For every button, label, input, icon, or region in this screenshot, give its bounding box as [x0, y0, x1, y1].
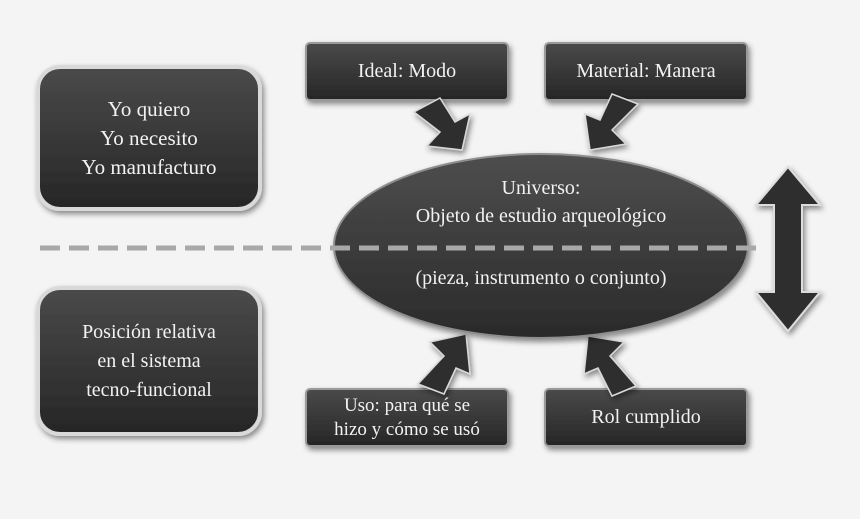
ideal-box — [305, 42, 509, 101]
material-box — [544, 42, 748, 101]
rol-label: Rol cumplido — [591, 406, 701, 428]
left-top-line-2: Yo necesito — [100, 125, 198, 150]
material-box-text: Material: Manera — [545, 43, 747, 100]
vertical-double-arrow — [753, 165, 823, 333]
rol-box — [544, 388, 748, 447]
uso-line-1: Uso: para qué se — [343, 394, 471, 416]
ellipse-subtitle: Objeto de estudio arqueológico — [415, 205, 667, 227]
arrow-ideal-to-center — [412, 97, 472, 151]
ellipse-title: Universo: — [501, 177, 581, 199]
ellipse-top-text: Universo: Objeto de estudio arqueológico — [360, 170, 722, 234]
ideal-label: Ideal: Modo — [357, 60, 457, 82]
ideal-box-text: Ideal: Modo — [306, 43, 508, 100]
arrow-uso-to-center — [416, 333, 471, 395]
left-bottom-box-text: Posición relativa en el sistema tecno-fu… — [38, 288, 260, 434]
left-bottom-line-2: en el sistema — [97, 349, 201, 372]
arrow-rol-to-center — [583, 335, 638, 397]
ellipse-detail: (pieza, instrumento o conjunto) — [415, 266, 667, 289]
left-top-box-text: Yo quiero Yo necesito Yo manufacturo — [38, 67, 260, 209]
left-top-box — [36, 65, 262, 211]
ellipse-bottom-text: (pieza, instrumento o conjunto) — [360, 262, 722, 294]
uso-line-2: hizo y cómo se usó — [334, 418, 480, 440]
left-top-line-3: Yo manufacturo — [81, 154, 217, 179]
left-top-line-1: Yo quiero — [107, 96, 191, 121]
rol-box-text: Rol cumplido — [545, 389, 747, 446]
left-bottom-line-3: tecno-funcional — [86, 378, 212, 401]
uso-box — [305, 388, 509, 447]
arrow-material-to-center — [584, 93, 640, 151]
left-bottom-line-1: Posición relativa — [82, 320, 216, 343]
left-bottom-box — [36, 286, 262, 436]
material-label: Material: Manera — [576, 60, 716, 82]
uso-box-text: Uso: para qué se hizo y cómo se usó — [306, 389, 508, 446]
